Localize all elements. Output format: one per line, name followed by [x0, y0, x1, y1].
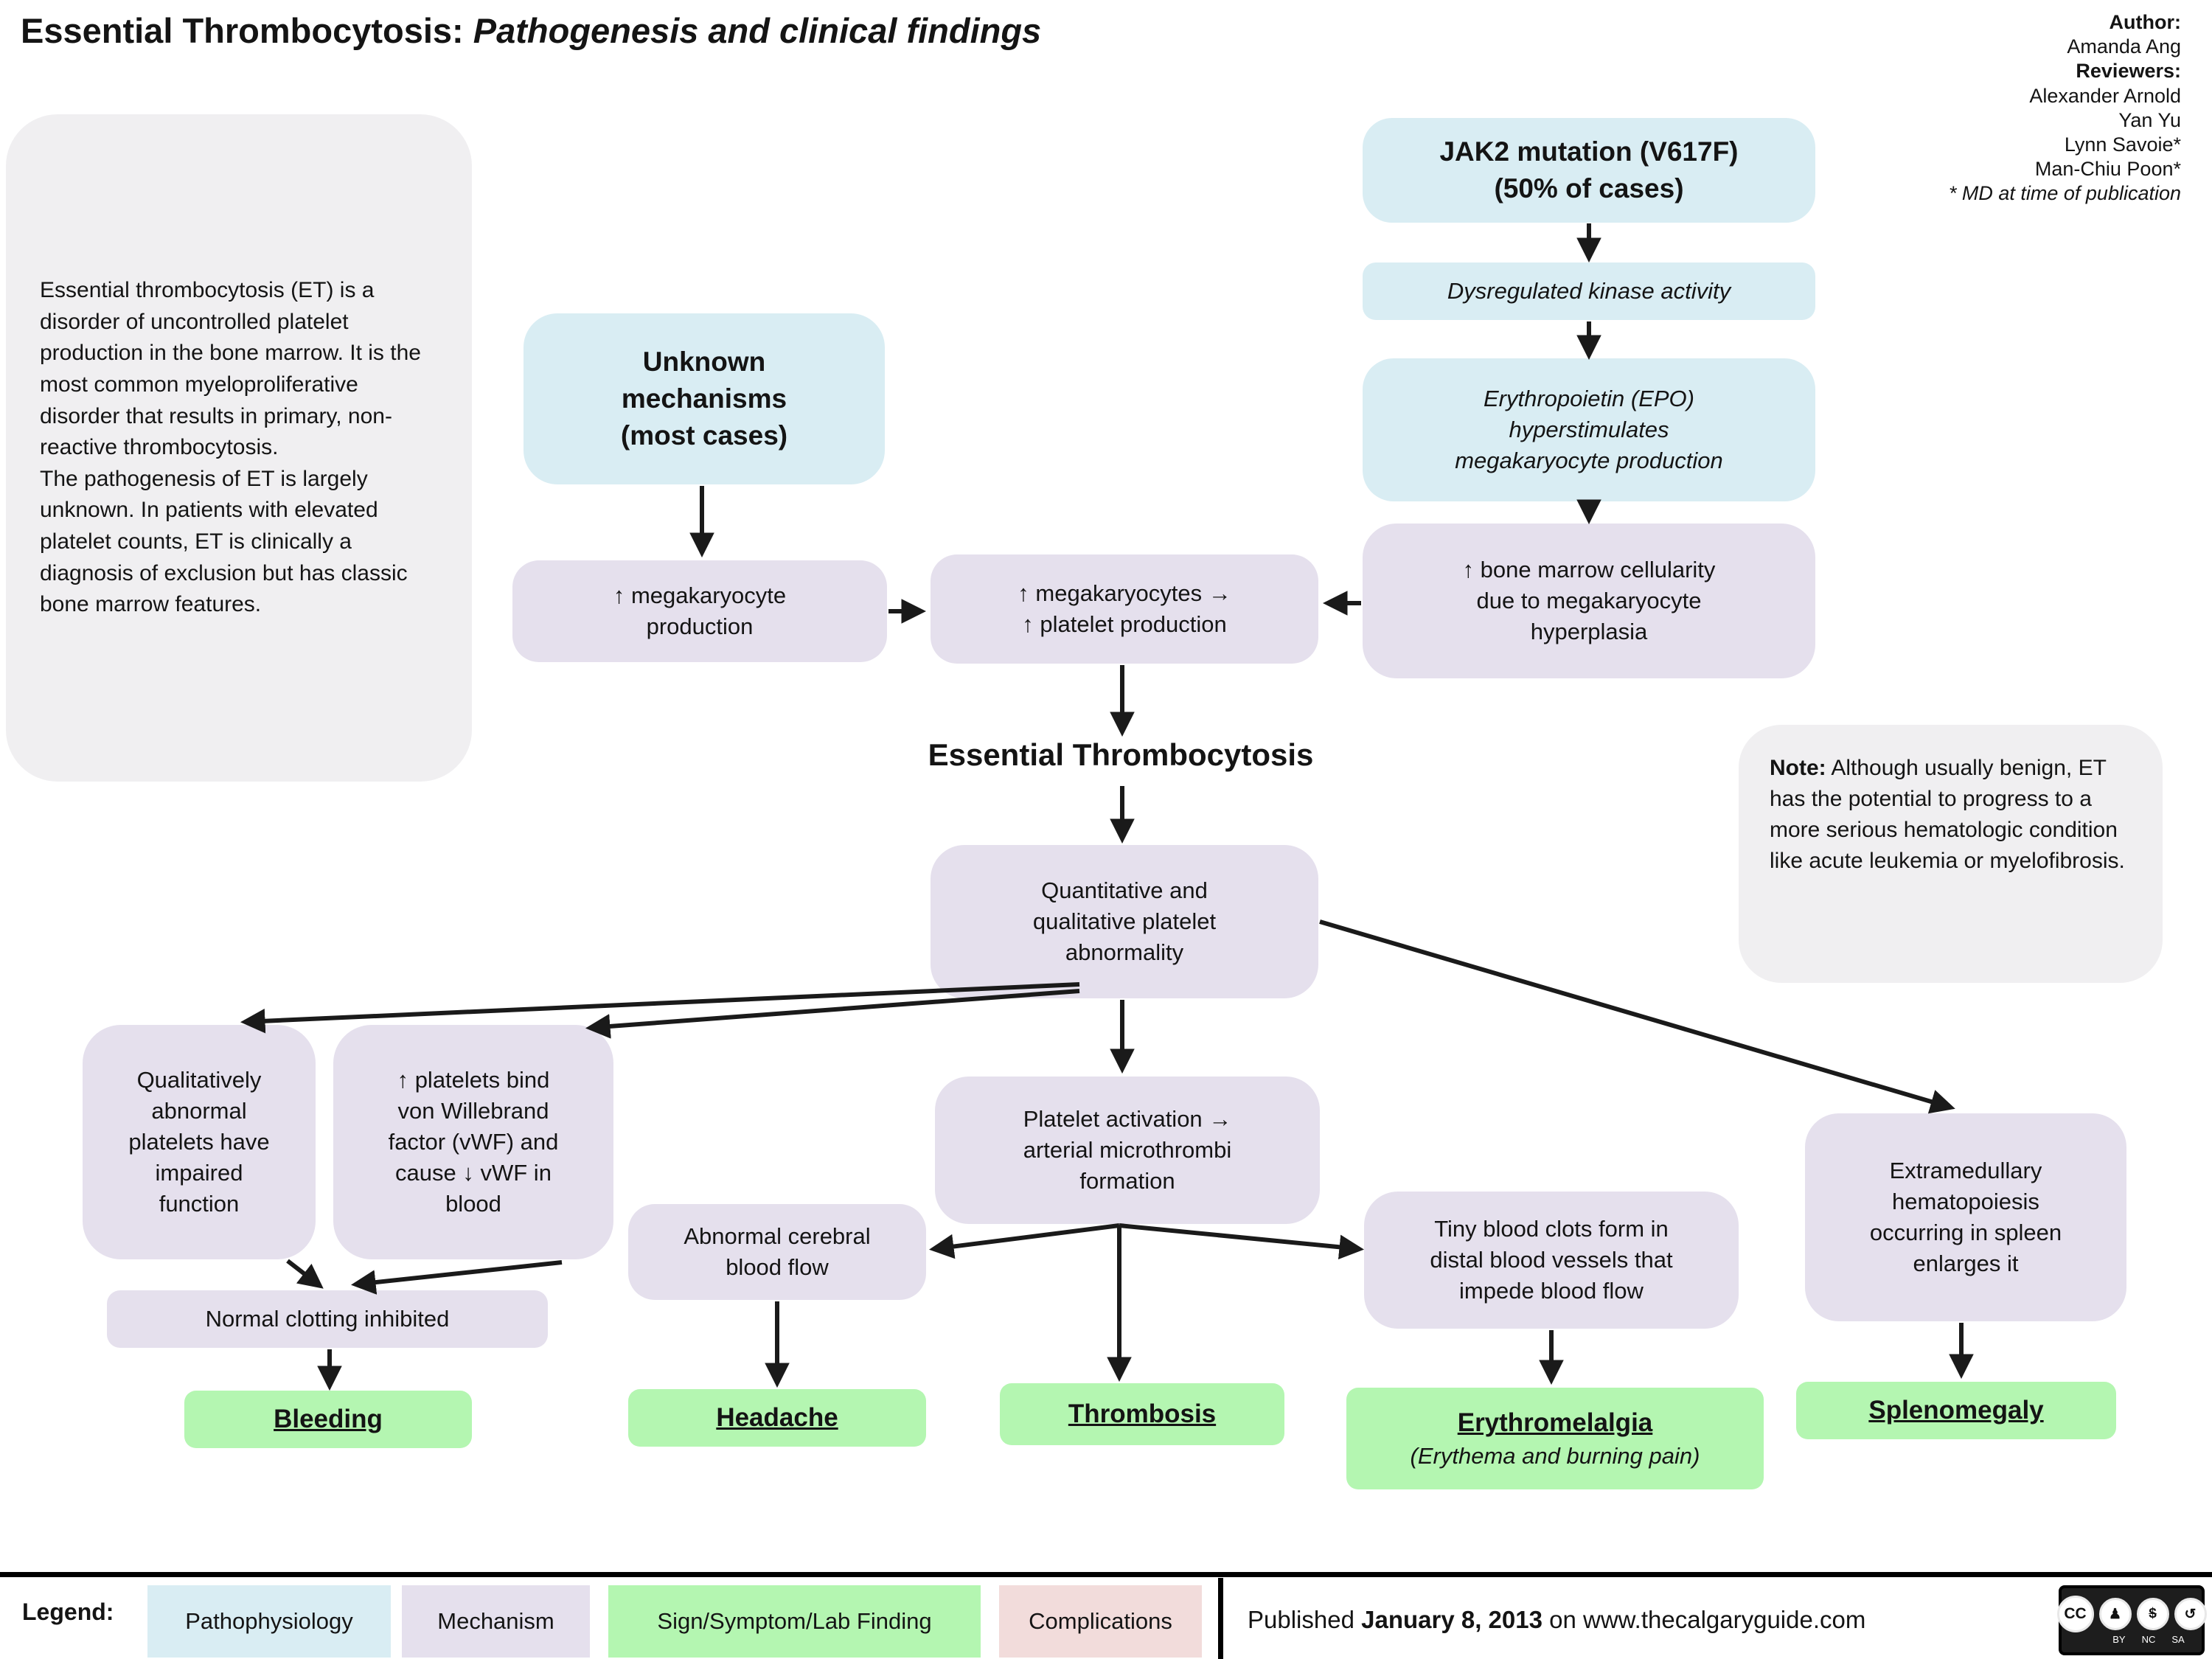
credits-block: Author: Amanda Ang Reviewers: Alexander … [1938, 10, 2181, 206]
reviewers-label: Reviewers: [2076, 60, 2181, 83]
node-epo-hyperstimulates: Erythropoietin (EPO) hyperstimulates meg… [1363, 358, 1815, 501]
cc-nc-icon: $ [2136, 1598, 2169, 1630]
note-text: Although usually benign, ET has the pote… [1770, 756, 2125, 873]
node-headache: Headache [628, 1389, 926, 1447]
legend-item-sign-symptom: Sign/Symptom/Lab Finding [608, 1585, 981, 1658]
node-bone-marrow-cellularity: ↑ bone marrow cellularity due to megakar… [1363, 524, 1815, 678]
cc-by-label: BY [2112, 1634, 2126, 1645]
thrombosis-label: Thrombosis [1068, 1399, 1217, 1429]
node-dysregulated-kinase: Dysregulated kinase activity [1363, 262, 1815, 320]
cc-license-badge: CC ♟ $ ↺ BY NC SA [2056, 1585, 2207, 1655]
legend-item-mechanism: Mechanism [402, 1585, 590, 1658]
node-normal-clotting-inhibited: Normal clotting inhibited [107, 1290, 548, 1348]
node-extramedullary-hematopoiesis: Extramedullary hematopoiesis occurring i… [1805, 1113, 2126, 1321]
arrow-vwf-to-clotting [350, 1260, 563, 1295]
node-platelet-activation: Platelet activation → arterial microthro… [935, 1077, 1320, 1224]
legend-label: Legend: [22, 1599, 114, 1625]
published-prefix: Published [1248, 1606, 1362, 1633]
cc-by-icon: ♟ [2098, 1598, 2132, 1630]
legend-item-label: Complications [1029, 1608, 1172, 1634]
node-qualitatively-abnormal: Qualitatively abnormal platelets have im… [83, 1025, 316, 1259]
cc-license-labels: BY NC SA [2112, 1634, 2184, 1645]
node-tiny-blood-clots: Tiny blood clots form in distal blood ve… [1364, 1192, 1739, 1329]
arrow-activation-to-tinyclots [1119, 1223, 1365, 1260]
intro-text-box: Essential thrombocytosis (ET) is a disor… [6, 114, 472, 782]
splenomegaly-label: Splenomegaly [1868, 1396, 2044, 1425]
arrow-qualitative-to-clotting [286, 1259, 324, 1289]
page-title-main: Essential Thrombocytosis: [21, 11, 473, 50]
author-name: Amanda Ang [2067, 35, 2181, 58]
reviewer-name: Yan Yu [2118, 108, 2181, 131]
cc-sa-icon: ↺ [2174, 1598, 2207, 1630]
published-line: Published January 8, 2013 on www.thecalg… [1248, 1606, 1865, 1634]
node-bleeding: Bleeding [184, 1391, 472, 1448]
erythromelalgia-label: Erythromelalgia [1457, 1408, 1653, 1438]
published-date: January 8, 2013 [1361, 1606, 1543, 1633]
node-erythromelalgia: Erythromelalgia (Erythema and burning pa… [1346, 1388, 1764, 1489]
reviewer-name: Alexander Arnold [2029, 84, 2181, 107]
central-heading: Essential Thrombocytosis [928, 737, 1314, 772]
node-splenomegaly: Splenomegaly [1796, 1382, 2116, 1439]
legend-divider-rule [0, 1572, 2212, 1577]
page-title: Essential Thrombocytosis: Pathogenesis a… [21, 10, 1041, 51]
node-thrombosis: Thrombosis [1000, 1383, 1284, 1445]
reviewer-name: Lynn Savoie* [2064, 133, 2181, 156]
node-jak2-mutation: JAK2 mutation (V617F) (50% of cases) [1363, 118, 1815, 223]
node-platelets-bind-vwf: ↑ platelets bind von Willebrand factor (… [333, 1025, 613, 1259]
page-title-subtitle: Pathogenesis and clinical findings [473, 11, 1042, 50]
arrow-activation-to-cerebral [929, 1223, 1120, 1259]
cc-license-icons: CC ♟ $ ↺ [2056, 1596, 2207, 1632]
legend-vertical-divider [1218, 1578, 1223, 1659]
node-abnormal-cerebral-blood-flow: Abnormal cerebral blood flow [628, 1204, 926, 1300]
legend-item-pathophysiology: Pathophysiology [147, 1585, 391, 1658]
legend-item-label: Pathophysiology [185, 1608, 353, 1634]
legend-item-complications: Complications [999, 1585, 1202, 1658]
bleeding-label: Bleeding [274, 1405, 383, 1434]
published-site: on www.thecalgaryguide.com [1542, 1606, 1866, 1633]
erythromelalgia-sublabel: (Erythema and burning pain) [1410, 1442, 1700, 1469]
reviewer-name: Man-Chiu Poon* [2034, 158, 2181, 181]
node-quantitative-qualitative: Quantitative and qualitative platelet ab… [931, 845, 1318, 998]
headache-label: Headache [716, 1403, 838, 1433]
cc-nc-label: NC [2141, 1634, 2156, 1645]
legend-item-label: Sign/Symptom/Lab Finding [657, 1608, 932, 1634]
node-megakaryocytes-platelet-production: ↑ megakaryocytes → ↑ platelet production [931, 554, 1318, 664]
note-label: Note: [1770, 756, 1826, 780]
cc-sa-label: SA [2171, 1634, 2185, 1645]
cc-icon: CC [2056, 1596, 2094, 1632]
note-box: Note: Although usually benign, ET has th… [1739, 725, 2163, 983]
node-unknown-mechanisms: Unknown mechanisms (most cases) [524, 313, 885, 484]
node-megakaryocyte-production: ↑ megakaryocyte production [512, 560, 887, 662]
legend-item-label: Mechanism [437, 1608, 554, 1634]
md-footnote: * MD at time of publication [1948, 182, 2181, 205]
author-label: Author: [2109, 11, 2181, 33]
